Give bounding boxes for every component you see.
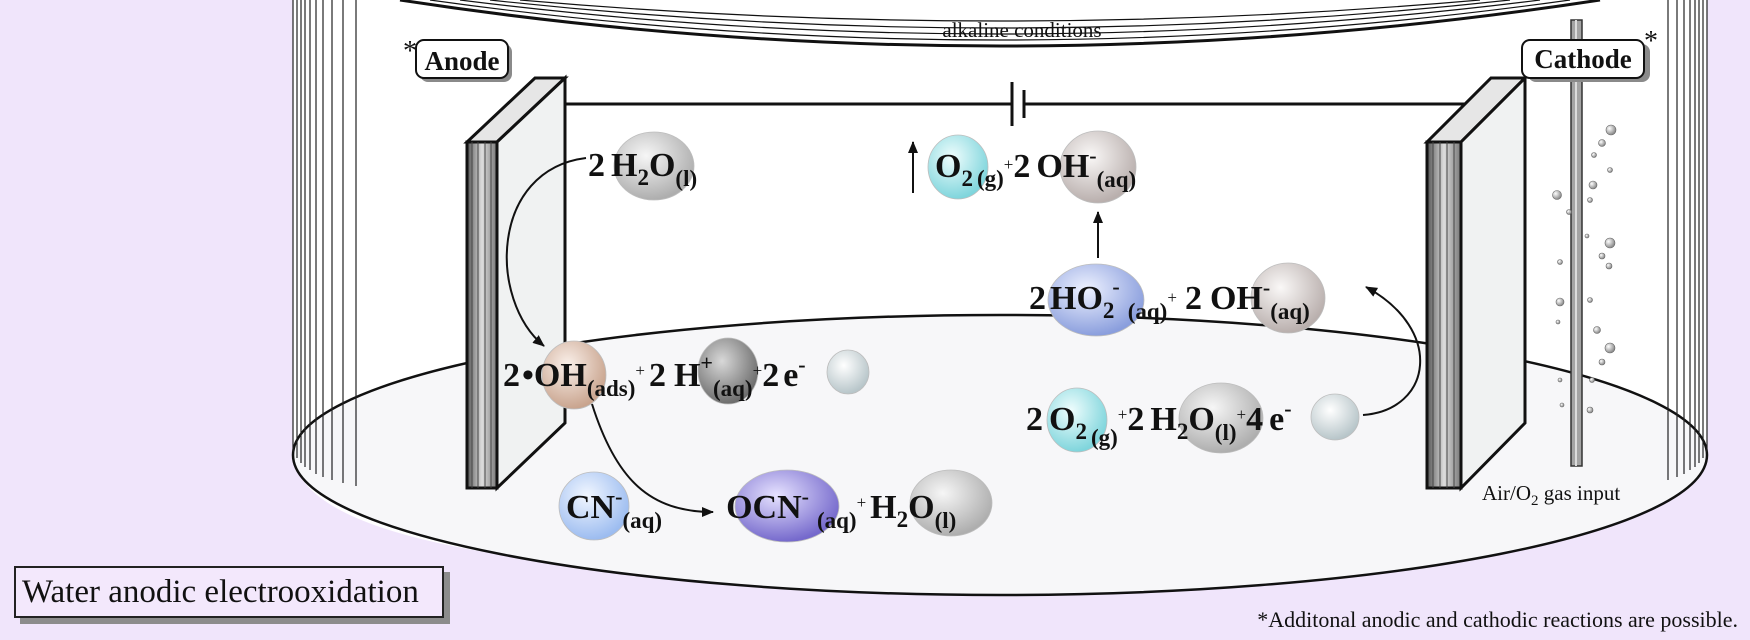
- footnote: *Additonal anodic and cathodic reactions…: [1257, 607, 1738, 632]
- cathode-reduction-arrow: [1362, 286, 1421, 416]
- gas-input-label: Air/O2 gas input: [1482, 481, 1620, 509]
- svg-text:*: *: [403, 36, 417, 67]
- water-sphere: [613, 131, 695, 201]
- svg-text:Anode: Anode: [424, 46, 499, 76]
- reactant-oxygen-sphere: [1046, 387, 1108, 453]
- hydroxyl-radical-sphere: [541, 340, 607, 410]
- reactant-water-sphere: [1178, 382, 1264, 454]
- reaction-arrows: [505, 141, 1421, 517]
- cyanide-oxidation: CN-(aq)OCN-(aq)+H2O(l): [566, 484, 956, 533]
- anode-label: Anode *: [403, 36, 512, 82]
- species-spheres: [541, 130, 1360, 543]
- product-hydroxide-sphere: [1059, 130, 1137, 204]
- peroxide-sphere: [1047, 263, 1145, 337]
- hydroxyl-to-cyanate-arrow: [591, 403, 714, 517]
- cyanate-sphere: [734, 469, 840, 543]
- cathode-electron-sphere: [1310, 393, 1360, 441]
- anode-water-product-sphere: [909, 469, 993, 537]
- cathode-label: Cathode *: [1521, 26, 1658, 82]
- cathode-electrode: [1423, 74, 1529, 492]
- intermediate-hydroxide-sphere: [1250, 262, 1326, 334]
- anode-electrode: [463, 74, 569, 492]
- anode-electron-sphere: [826, 349, 870, 395]
- gas-input-tube: [1570, 19, 1583, 467]
- conditions-label: alkaline conditions: [942, 18, 1101, 42]
- svg-text:*: *: [1644, 26, 1658, 57]
- product-oxygen-sphere: [927, 134, 989, 200]
- water-to-hydroxyl-arrow: [505, 157, 587, 347]
- diagram-title: Water anodic electrooxidation: [14, 566, 444, 618]
- cyanide-sphere: [558, 471, 630, 541]
- proton-sphere: [697, 337, 759, 405]
- svg-text:Cathode: Cathode: [1534, 44, 1632, 74]
- gas-bubbles: [1552, 124, 1617, 414]
